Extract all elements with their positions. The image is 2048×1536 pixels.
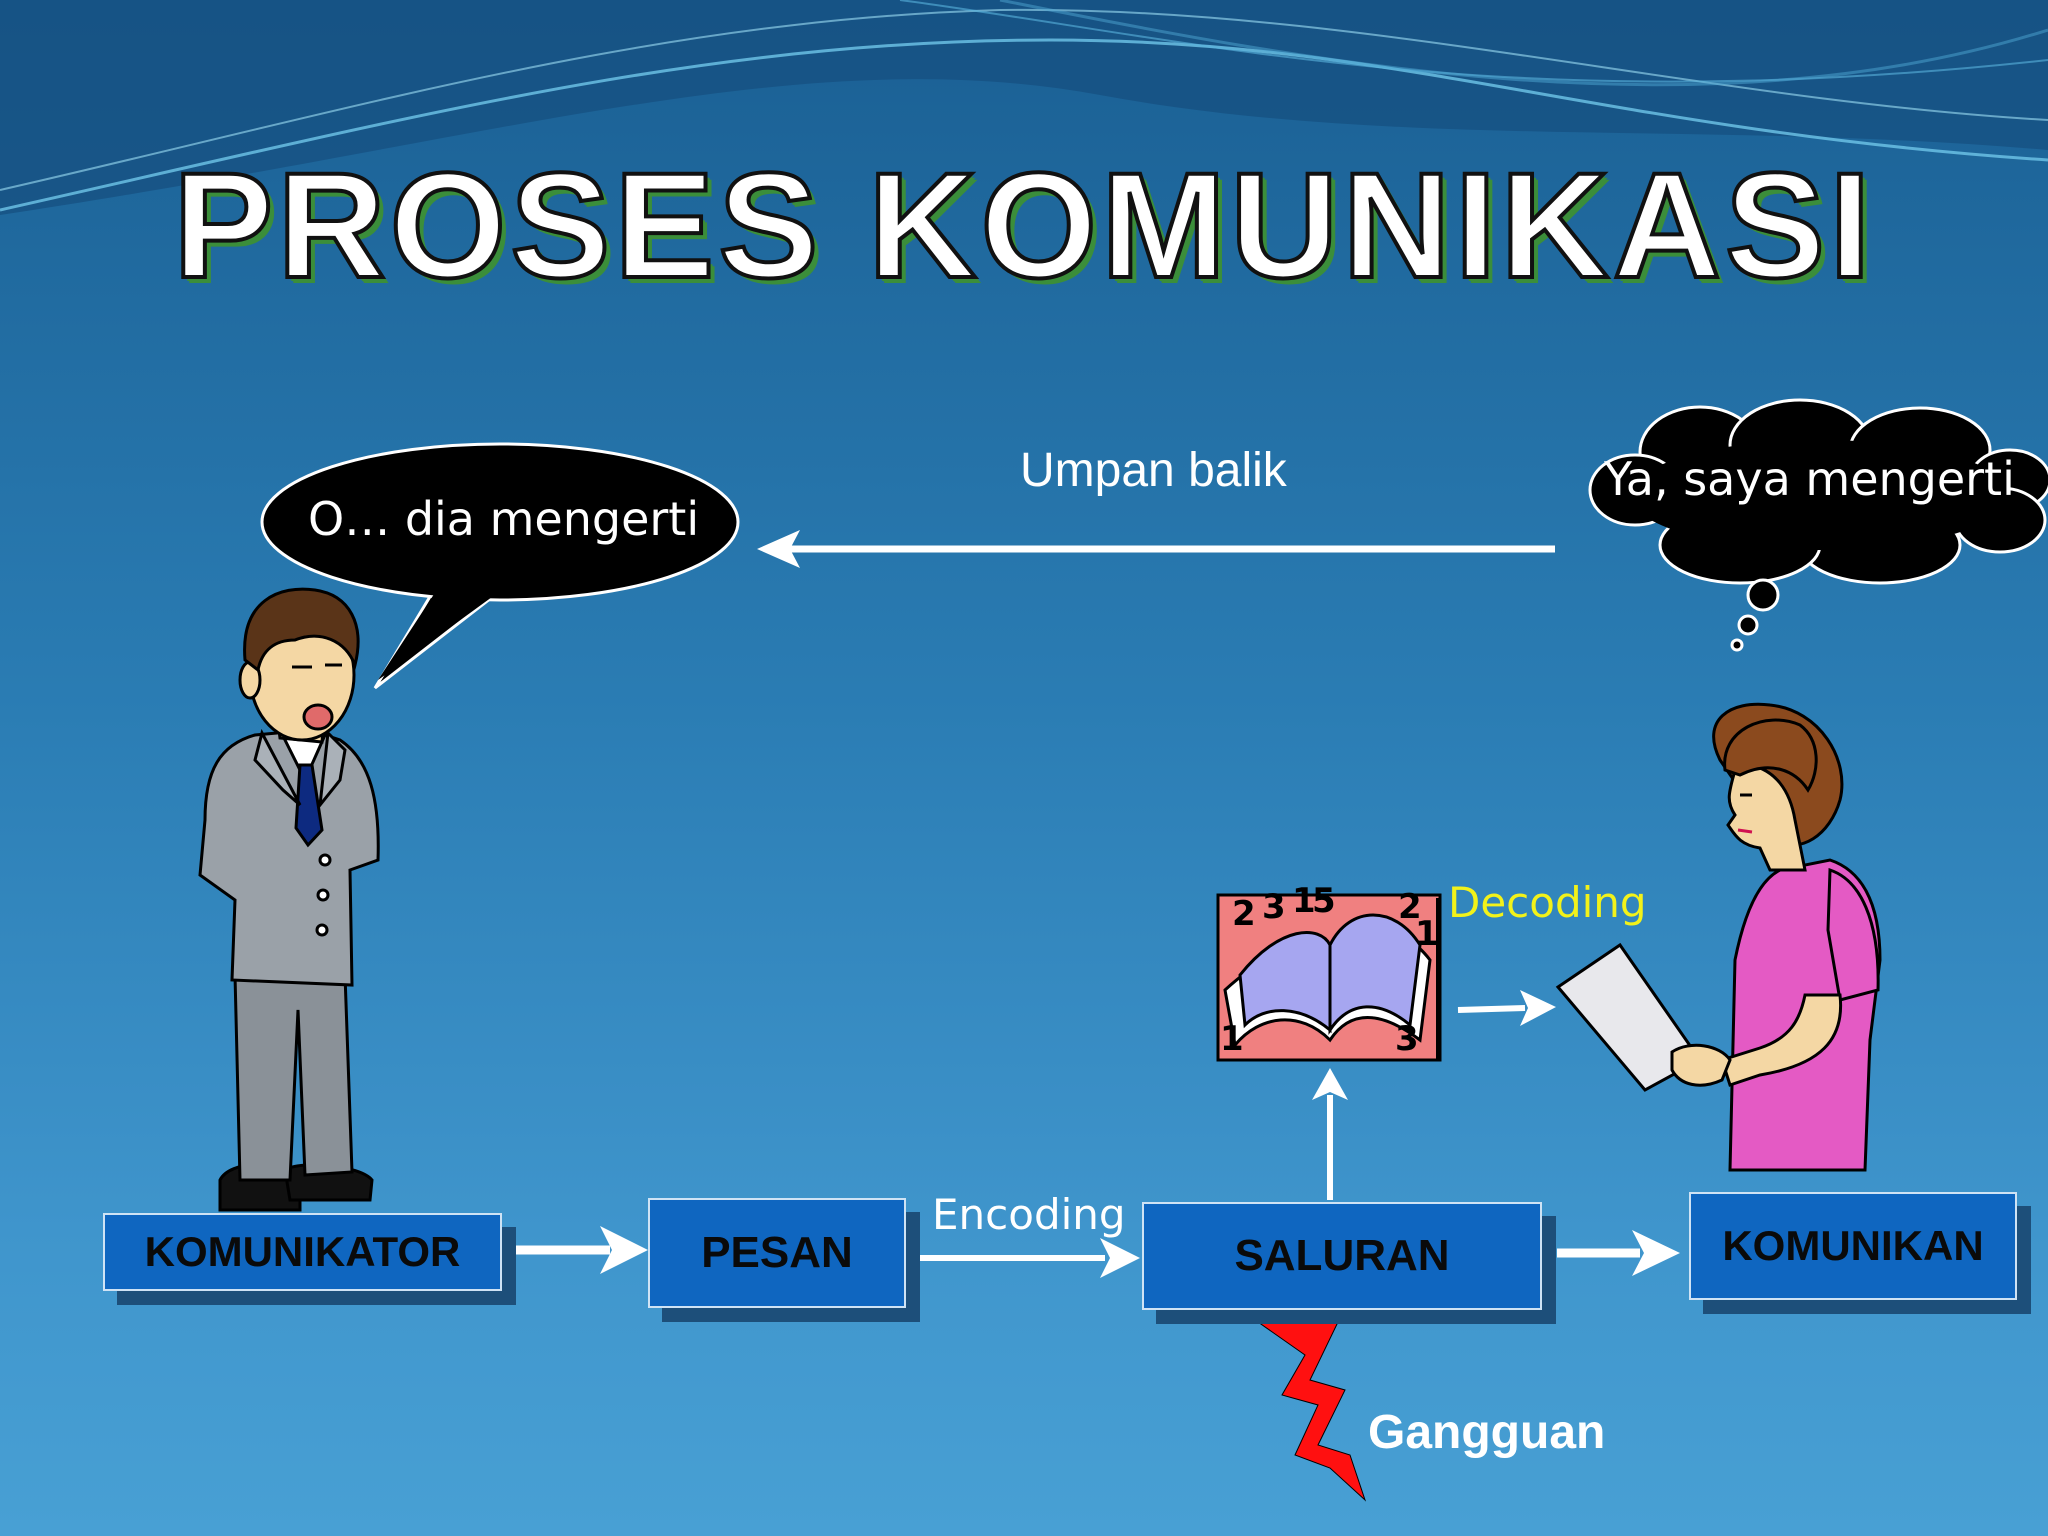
feedback-arrow [757,530,1555,568]
page-title: PROSES KOMUNIKASI [171,141,1875,309]
communicant-woman-figure [1555,702,1882,1172]
book-number: 2 [1232,894,1256,934]
thought-cloud [1588,398,2048,652]
communicator-man-figure [198,587,380,1212]
book-number: 3 [1395,1019,1419,1059]
speech-bubble-text: O… dia mengerti [308,492,700,546]
speech-bubble [260,442,740,690]
node-komunikator: KOMUNIKATOR [103,1213,502,1291]
book-numbers: 2 3 1 5 2 1 1 3 [1220,881,1439,1059]
book-number: 1 [1292,881,1316,921]
book-number: 1 [1415,914,1439,954]
noise-lightning-icon [1256,1321,1367,1502]
node-pesan-label: PESAN [701,1228,853,1277]
feedback-label: Umpan balik [1020,444,1287,497]
book-number: 3 [1262,887,1286,927]
flow-arrows [512,990,1680,1278]
node-saluran: SALURAN [1142,1202,1542,1310]
node-pesan: PESAN [648,1198,906,1308]
node-komunikator-label: KOMUNIKATOR [144,1228,461,1275]
book-number: 5 [1312,881,1336,921]
node-komunikan-label: KOMUNIKAN [1722,1222,1984,1269]
encoding-label: Encoding [932,1190,1126,1239]
book-image [1216,893,1442,1062]
thought-bubble-text: Ya, saya mengerti [1604,452,2015,506]
node-saluran-label: SALURAN [1234,1231,1450,1280]
noise-label: Gangguan [1368,1406,1606,1459]
book-number: 2 [1398,887,1422,927]
decoding-label: Decoding [1448,878,1647,927]
book-number: 1 [1220,1019,1244,1059]
node-komunikan: KOMUNIKAN [1689,1192,2017,1300]
